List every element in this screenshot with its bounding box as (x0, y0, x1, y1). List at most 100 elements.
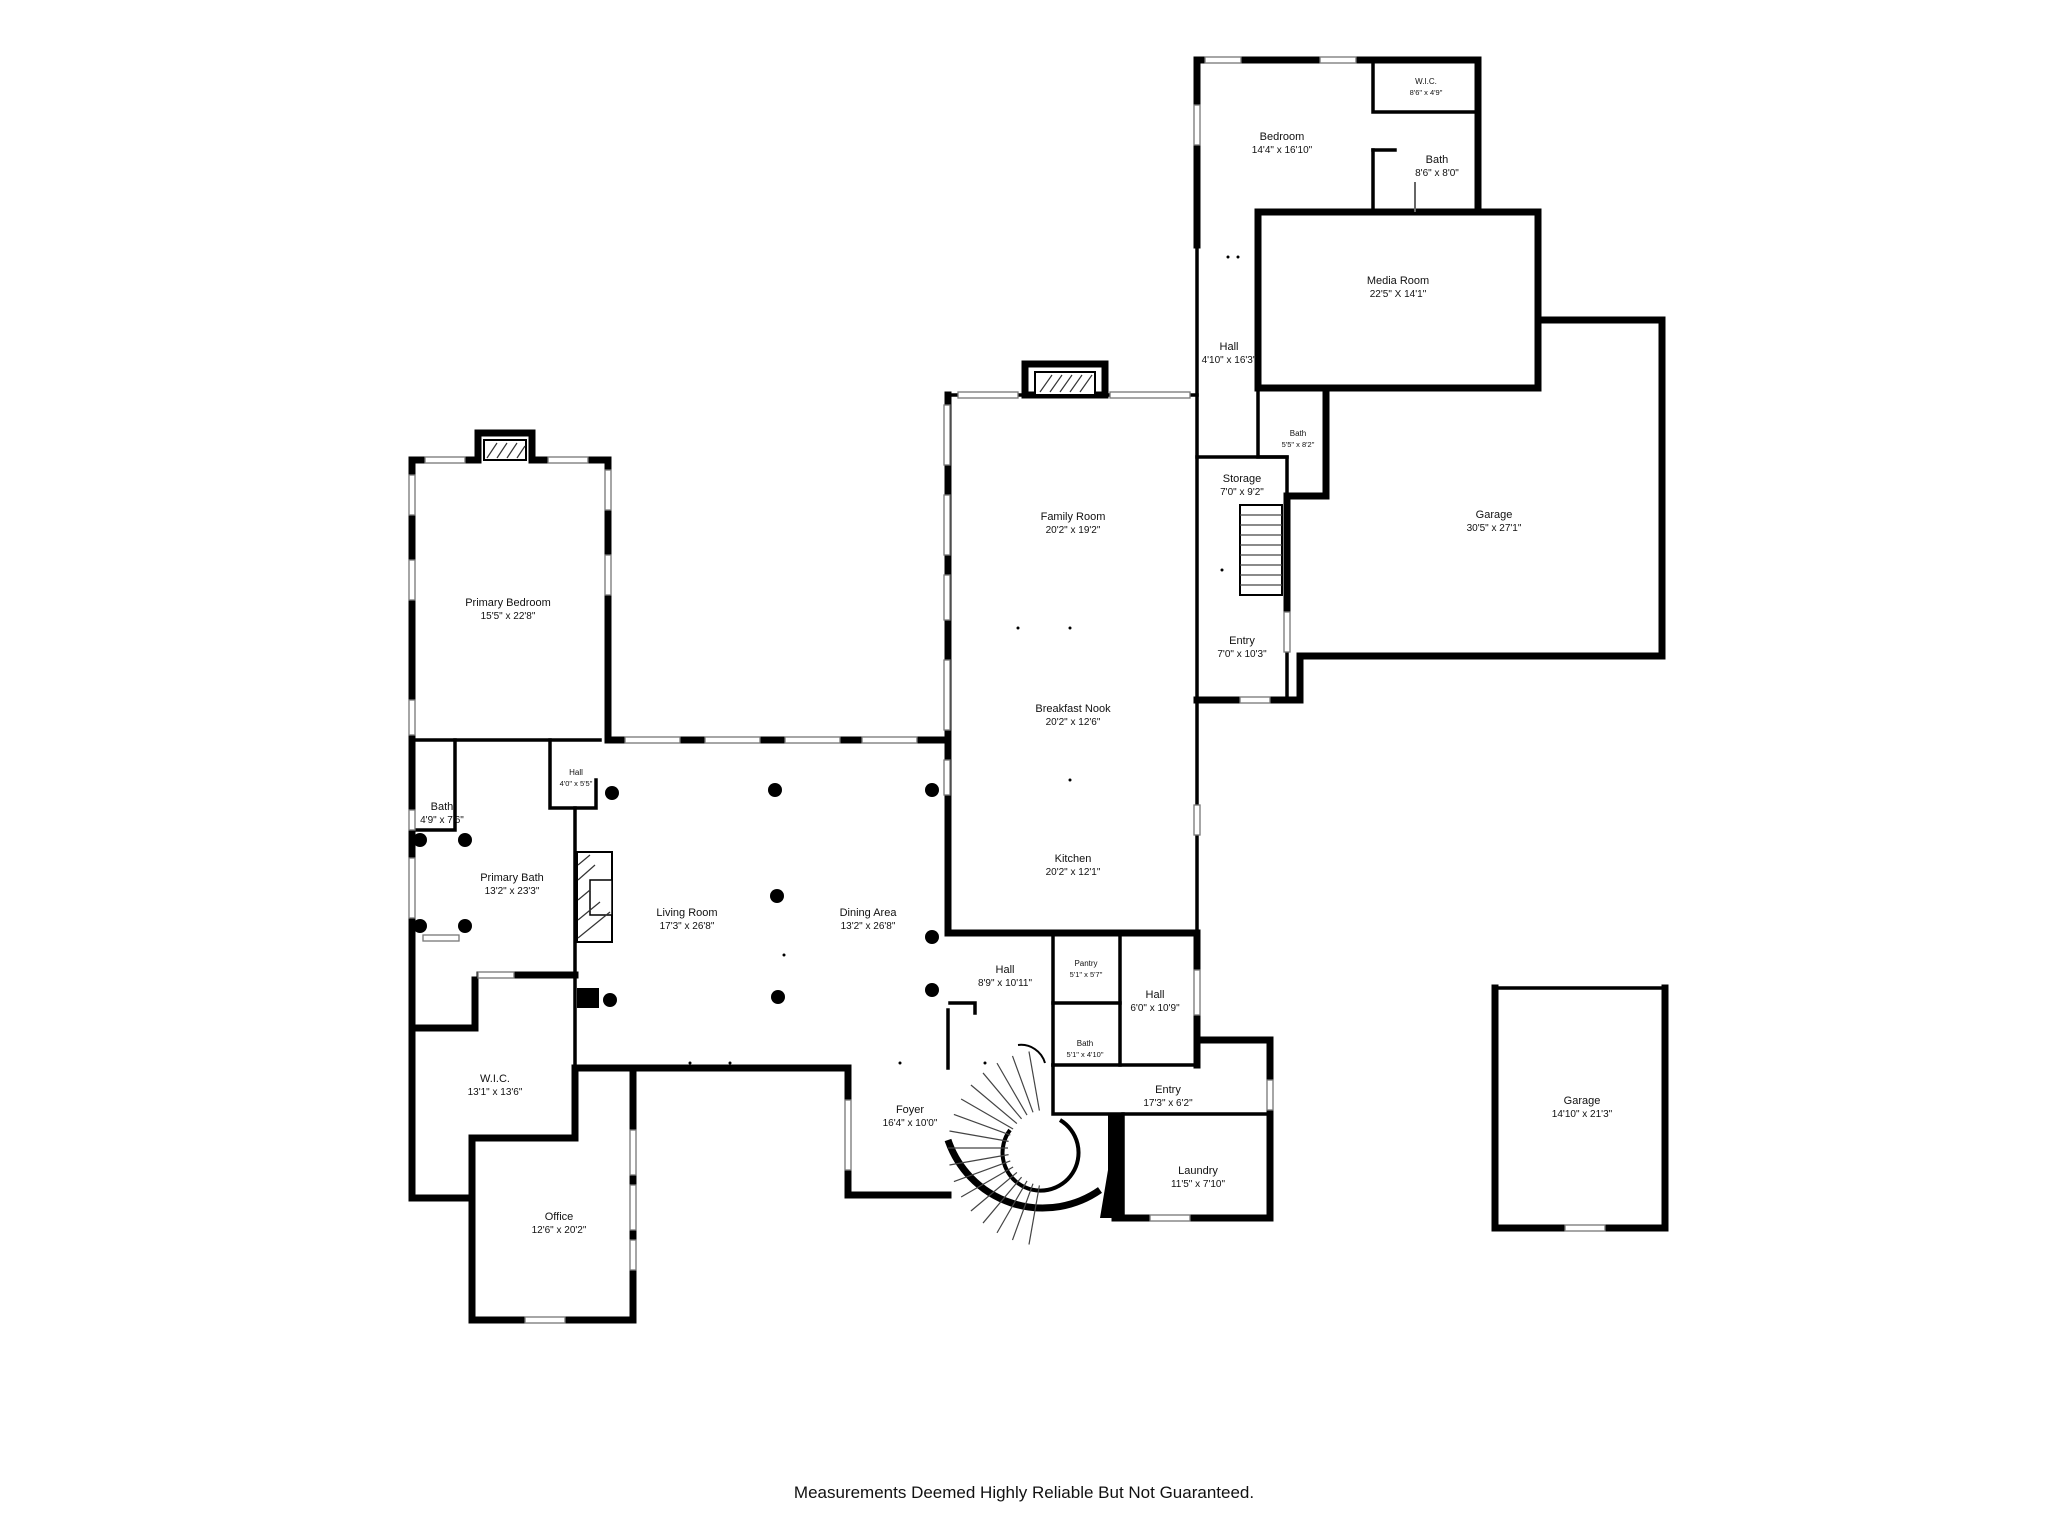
room-bath-small: Bath 5'5" x 8'2" (1282, 429, 1315, 449)
room-bath-top: Bath 8'6" x 8'0" (1415, 154, 1459, 179)
walls (408, 56, 1669, 1324)
stair-tread (949, 1130, 1009, 1142)
room-name: Bath (1077, 1039, 1093, 1048)
room-garage-detached: Garage 14'10" x 21'3" (1552, 1095, 1613, 1120)
room-dimensions: 17'3" x 6'2" (1143, 1098, 1193, 1109)
room-dimensions: 7'0" x 10'3" (1217, 649, 1267, 660)
room-name: Hall (996, 964, 1015, 976)
room-breakfast-nook: Breakfast Nook 20'2" x 12'6" (1035, 703, 1111, 728)
room-hall-north: Hall 4'10" x 16'3" (1202, 341, 1257, 366)
room-name: Foyer (896, 1104, 924, 1116)
room-dimensions: 13'2" x 23'3" (485, 886, 540, 897)
stair-tread (1028, 1051, 1040, 1111)
stair-tread (953, 1160, 1011, 1183)
room-dimensions: 17'3" x 26'8" (660, 921, 715, 932)
room-dimensions: 4'0" x 5'5" (560, 779, 593, 788)
stair-tread (970, 1171, 1018, 1212)
room-name: Media Room (1367, 275, 1429, 287)
fireplace-living (576, 851, 613, 943)
room-dimensions: 30'5" x 27'1" (1467, 523, 1522, 534)
room-hall-small: Hall 4'0" x 5'5" (560, 768, 593, 788)
room-dimensions: 7'0" x 9'2" (1220, 487, 1264, 498)
room-name: Bath (1426, 154, 1449, 166)
room-dimensions: 4'10" x 16'3" (1202, 355, 1257, 366)
room-name: W.I.C. (1415, 77, 1437, 86)
room-bath-west: Bath 4'9" x 7'6" (420, 801, 464, 826)
spiral-staircase (944, 1051, 1103, 1245)
room-dimensions: 20'2" x 12'6" (1046, 717, 1101, 728)
stair-tread (1011, 1055, 1034, 1113)
room-dimensions: 22'5" X 14'1" (1370, 289, 1427, 300)
stair-tread (970, 1084, 1018, 1125)
room-media-room: Media Room 22'5" X 14'1" (1367, 275, 1429, 300)
room-name: Bath (431, 801, 454, 813)
room-dimensions: 13'2" x 26'8" (841, 921, 896, 932)
room-name: Garage (1564, 1095, 1601, 1107)
room-name: Pantry (1074, 959, 1097, 968)
room-laundry: Laundry 11'5" x 7'10" (1171, 1165, 1226, 1190)
room-name: Breakfast Nook (1035, 703, 1111, 715)
room-office: Office 12'6" x 20'2" (532, 1211, 587, 1236)
room-dimensions: 4'9" x 7'6" (420, 815, 464, 826)
room-name: Hall (1146, 989, 1165, 1001)
room-name: Hall (569, 768, 583, 777)
room-kitchen: Kitchen 20'2" x 12'1" (1046, 853, 1101, 878)
room-dimensions: 14'10" x 21'3" (1552, 1109, 1613, 1120)
stairs-east (1239, 504, 1283, 596)
stair-tread (960, 1098, 1014, 1130)
fireplace-family (1039, 374, 1093, 393)
stair-tread (982, 1176, 1023, 1224)
room-dimensions: 20'2" x 12'1" (1046, 867, 1101, 878)
room-name: Storage (1223, 473, 1262, 485)
room-name: Bedroom (1260, 131, 1305, 143)
room-wic-top: W.I.C. 8'6" x 4'9" (1410, 77, 1443, 97)
room-dimensions: 5'5" x 8'2" (1282, 440, 1315, 449)
room-dimensions: 15'5" x 22'8" (481, 611, 536, 622)
room-hall-east: Hall 6'0" x 10'9" (1130, 989, 1180, 1014)
room-garage-main: Garage 30'5" x 27'1" (1467, 509, 1522, 534)
room-name: Dining Area (840, 907, 898, 919)
room-dimensions: 16'4" x 10'0" (883, 1118, 938, 1129)
room-name: Laundry (1178, 1165, 1218, 1177)
room-entry-east: Entry 7'0" x 10'3" (1217, 635, 1267, 660)
room-bedroom: Bedroom 14'4" x 16'10" (1252, 131, 1313, 156)
room-name: Primary Bedroom (465, 597, 551, 609)
stair-tread (996, 1180, 1028, 1234)
room-foyer: Foyer 16'4" x 10'0" (883, 1104, 938, 1129)
room-name: Hall (1220, 341, 1239, 353)
room-name: Kitchen (1055, 853, 1092, 865)
room-wic-primary: W.I.C. 13'1" x 13'6" (468, 1073, 523, 1098)
room-dimensions: 12'6" x 20'2" (532, 1225, 587, 1236)
windows (408, 56, 1606, 1324)
room-hall-kitchen: Hall 8'9" x 10'11" (978, 964, 1033, 989)
stair-tread (982, 1072, 1023, 1120)
door-swing (1017, 1043, 1046, 1064)
column-block (577, 988, 599, 1008)
room-name: Bath (1290, 429, 1306, 438)
room-dimensions: 6'0" x 10'9" (1130, 1003, 1180, 1014)
fixtures (688, 182, 1416, 1065)
columns (413, 783, 939, 1007)
room-dining-area: Dining Area 13'2" x 26'8" (840, 907, 898, 932)
room-dimensions: 8'9" x 10'11" (978, 978, 1033, 989)
room-storage: Storage 7'0" x 9'2" (1220, 473, 1264, 498)
room-dimensions: 8'6" x 8'0" (1415, 168, 1459, 179)
room-dimensions: 14'4" x 16'10" (1252, 145, 1313, 156)
room-name: Garage (1476, 509, 1513, 521)
disclaimer: Measurements Deemed Highly Reliable But … (793, 1483, 1255, 1502)
stair-tread (1028, 1185, 1040, 1245)
room-dimensions: 20'2" x 19'2" (1046, 525, 1101, 536)
room-dimensions: 5'1" x 4'10" (1067, 1050, 1104, 1059)
fireplace-primary (486, 442, 526, 459)
room-dimensions: 11'5" x 7'10" (1171, 1179, 1226, 1190)
room-bath-center: Bath 5'1" x 4'10" (1067, 1039, 1104, 1059)
room-dimensions: 8'6" x 4'9" (1410, 88, 1443, 97)
room-dimensions: 13'1" x 13'6" (468, 1087, 523, 1098)
room-name: Entry (1229, 635, 1255, 647)
room-name: W.I.C. (480, 1073, 510, 1085)
room-name: Office (545, 1211, 574, 1223)
